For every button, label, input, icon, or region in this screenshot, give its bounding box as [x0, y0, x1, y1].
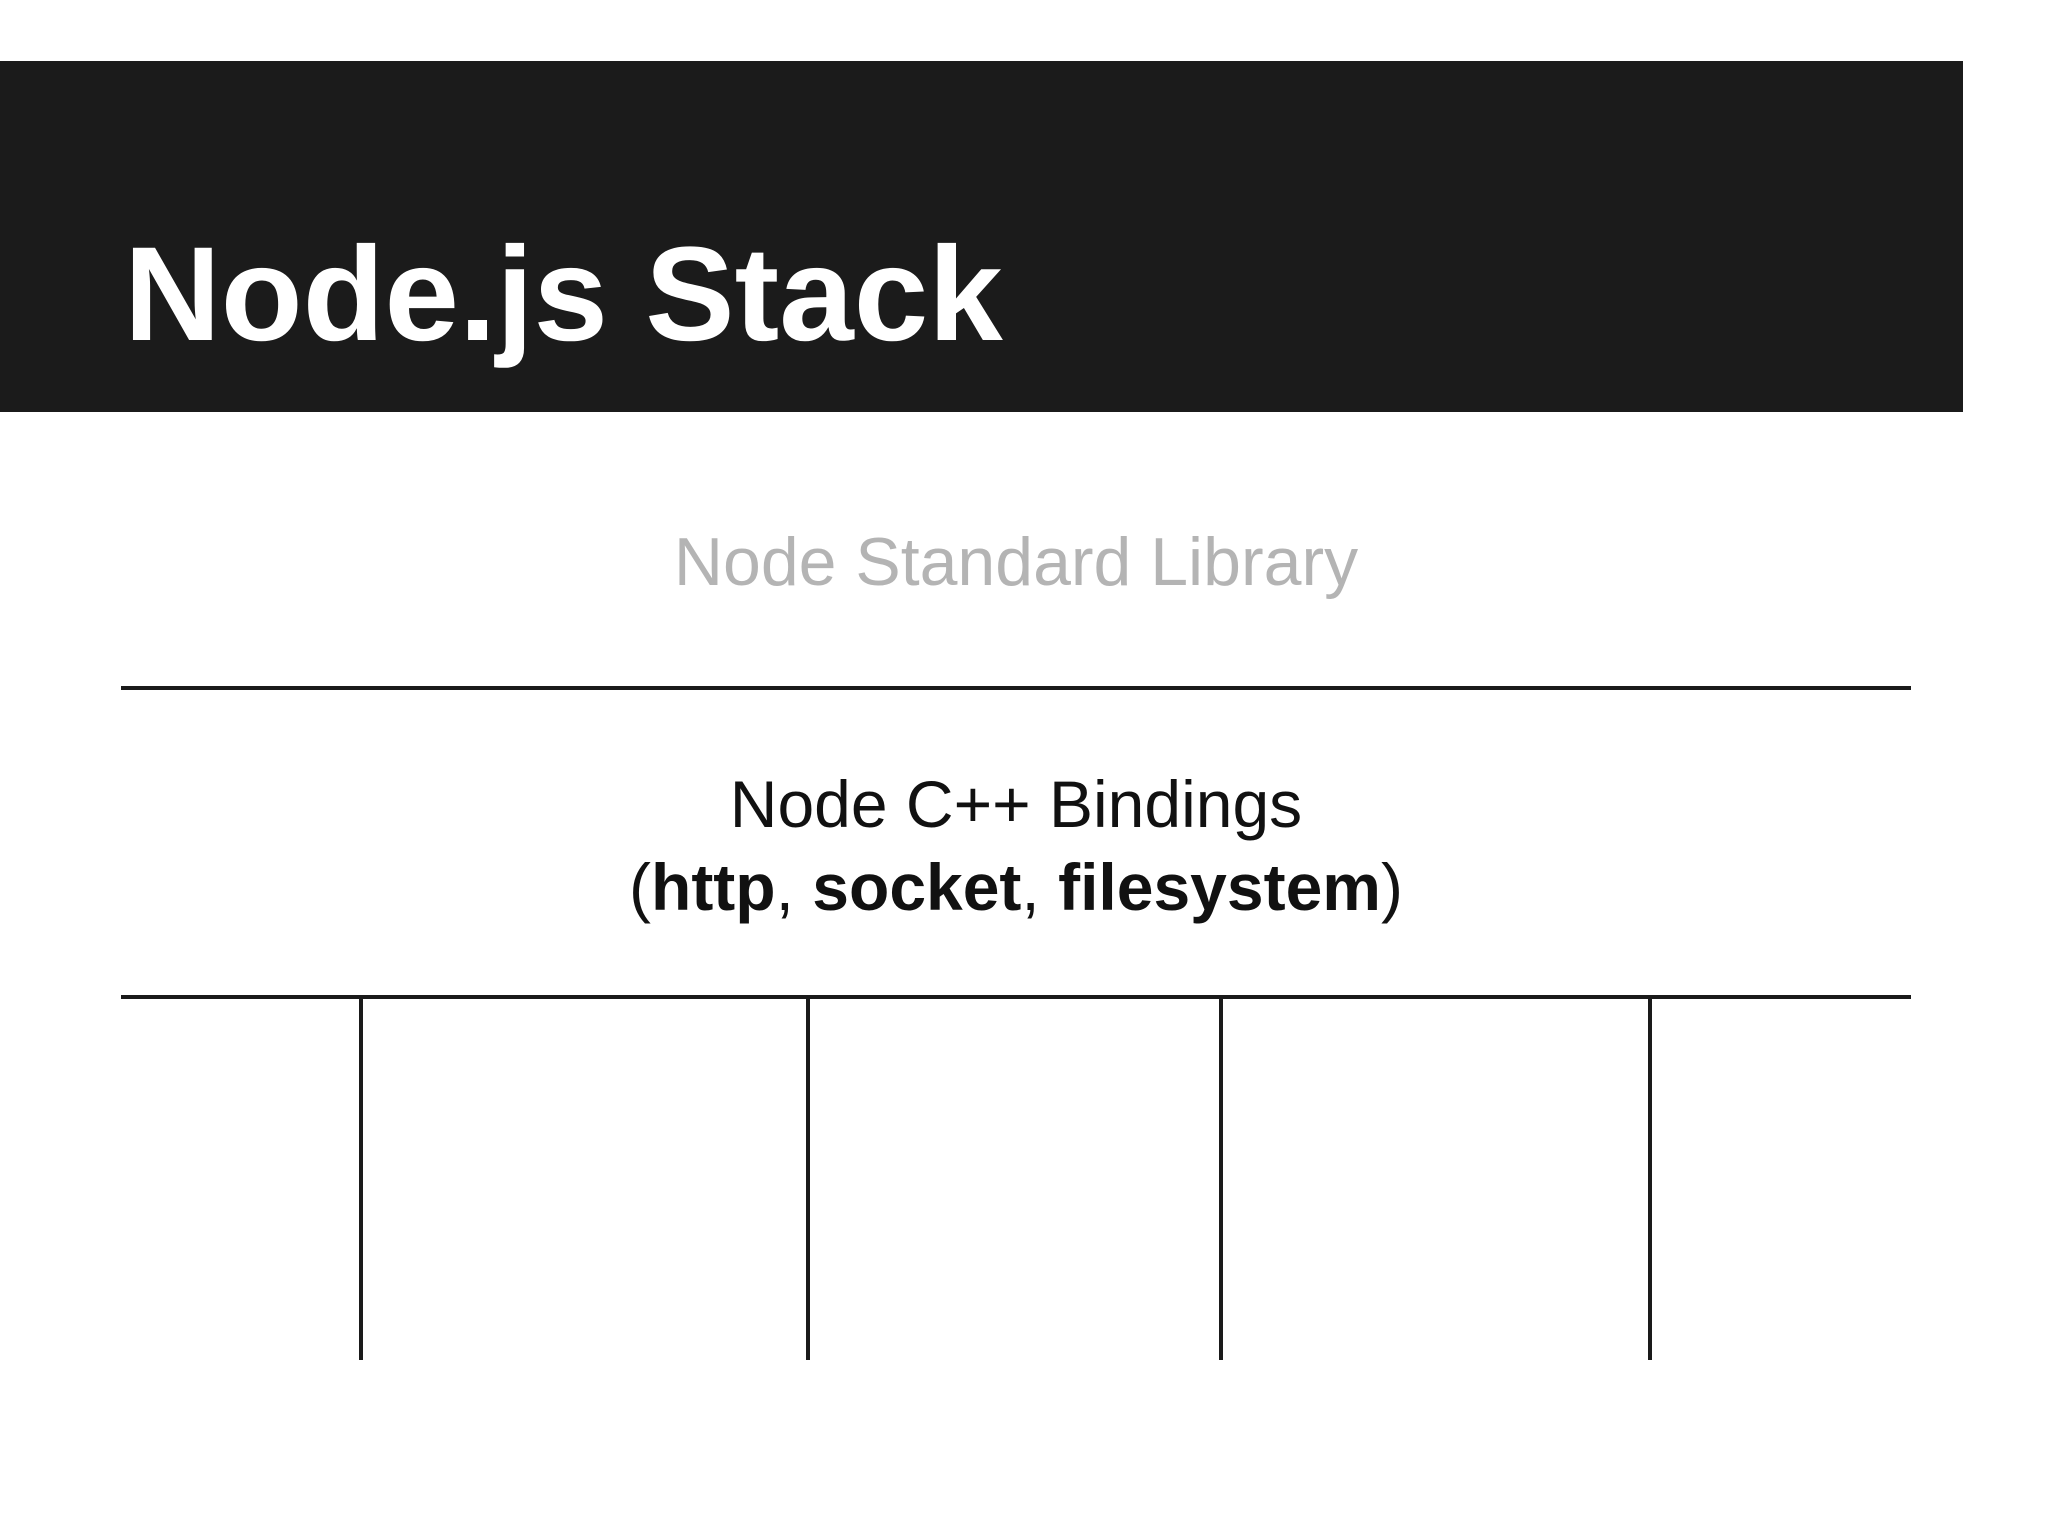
- cpp-bindings-modules: (http, socket, filesystem): [121, 848, 1911, 926]
- column-divider-4: [1648, 996, 1652, 1360]
- column-divider-1: [359, 996, 363, 1360]
- slide-title: Node.js Stack: [124, 220, 1003, 369]
- layer-node-cpp-bindings: Node C++ Bindings: [729, 767, 1303, 841]
- layer-divider-top: [121, 686, 1911, 690]
- modules-close-paren: ): [1380, 850, 1403, 924]
- column-divider-3: [1219, 996, 1223, 1360]
- module-socket: socket: [812, 850, 1022, 924]
- title-bar: [0, 61, 1963, 412]
- module-filesystem: filesystem: [1058, 850, 1381, 924]
- module-separator: ,: [775, 850, 813, 924]
- layer-node-standard-library: Node Standard Library: [673, 524, 1359, 600]
- module-separator: ,: [1021, 850, 1059, 924]
- module-http: http: [651, 850, 776, 924]
- modules-open-paren: (: [629, 850, 652, 924]
- column-divider-2: [806, 996, 810, 1360]
- layer-divider-bottom: [121, 995, 1911, 999]
